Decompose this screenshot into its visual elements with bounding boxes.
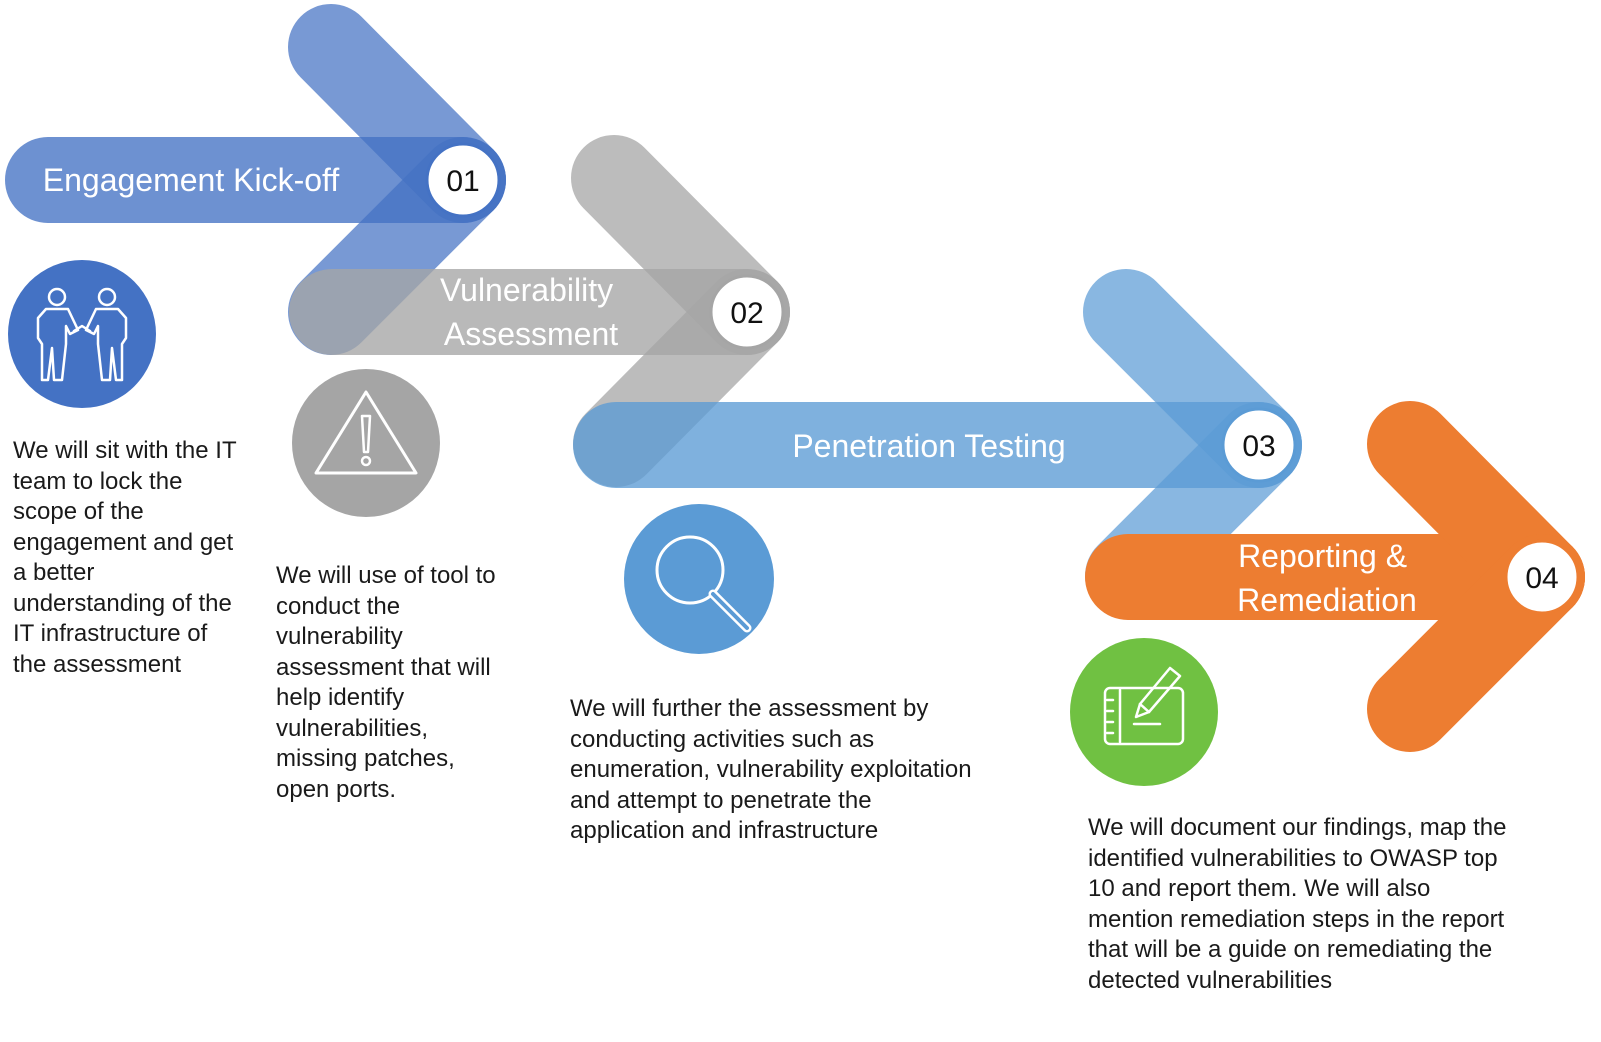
warning-icon (292, 369, 440, 517)
step-02-title: Vulnerability Assessment (440, 272, 622, 352)
step-01-title-line: Engagement Kick-off (43, 162, 340, 198)
handshake-icon (8, 260, 156, 408)
step-04-description: We will document our findings, map the i… (1088, 814, 1507, 994)
magnifier-icon (624, 504, 774, 654)
step-04-title-line-1: Reporting & (1238, 538, 1407, 574)
step-03-title: Penetration Testing (792, 428, 1065, 464)
step-02-title-line-1: Vulnerability (440, 272, 613, 308)
step-03-number: 03 (1242, 430, 1275, 463)
step-03-description: We will further the assessment by conduc… (570, 695, 972, 844)
step-01-number-badge: 01 (425, 142, 501, 218)
step-02-title-line-2: Assessment (444, 316, 618, 352)
step-03-title-line: Penetration Testing (792, 428, 1065, 464)
step-02-description: We will use of tool to conduct the vulne… (276, 562, 496, 803)
step-01-description: We will sit with the IT team to lock the… (13, 437, 237, 678)
step-04-title-line-2: Remediation (1237, 582, 1417, 618)
step-01-title: Engagement Kick-off (43, 162, 340, 198)
tablet-pen-icon (1070, 638, 1218, 786)
step-02-number: 02 (730, 297, 763, 330)
step-03-number-badge: 03 (1221, 407, 1297, 483)
step-04-number: 04 (1525, 562, 1558, 595)
step-04-number-badge: 04 (1504, 539, 1580, 615)
step-02-number-badge: 02 (709, 274, 785, 350)
step-04-title: Reporting & Remediation (1237, 538, 1417, 618)
step-01-number: 01 (446, 165, 479, 198)
